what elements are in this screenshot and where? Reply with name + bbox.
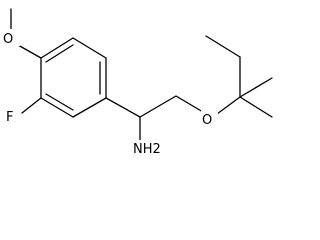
bond-oxygen-cq: [216, 96, 241, 115]
atom-label-fluorine: F: [6, 110, 13, 125]
bond-cq-methyl-right: [239, 77, 273, 98]
bond-ch-ch2: [139, 95, 177, 118]
bond-ch2-ch3: [205, 35, 241, 58]
bond-ring-ch: [105, 97, 141, 118]
atom-label-methoxy-oxygen: O: [3, 32, 13, 47]
bond-ring-c5-c6-inner: [45, 93, 74, 111]
bond-methoxy-ring: [17, 44, 42, 59]
bond-lines: [10, 8, 273, 141]
atom-label-ether-oxygen: O: [202, 113, 212, 128]
bond-cq-methyl-down: [239, 96, 273, 118]
atom-label-amine: NH2: [133, 142, 161, 157]
bond-ring-fluorine: [21, 97, 42, 114]
bond-ring-c1-c2: [40, 37, 74, 59]
chemical-structure: O F NH2 O: [3, 8, 273, 157]
bond-ring-c4-c5: [72, 97, 107, 118]
bond-ring-c1-c2-inner: [45, 44, 74, 63]
bond-ch2-oxygen: [175, 95, 204, 113]
bond-ring-c2-c3: [72, 37, 107, 59]
bond-ring-c5-c6: [40, 97, 74, 118]
atom-labels: O F NH2 O: [3, 29, 218, 157]
